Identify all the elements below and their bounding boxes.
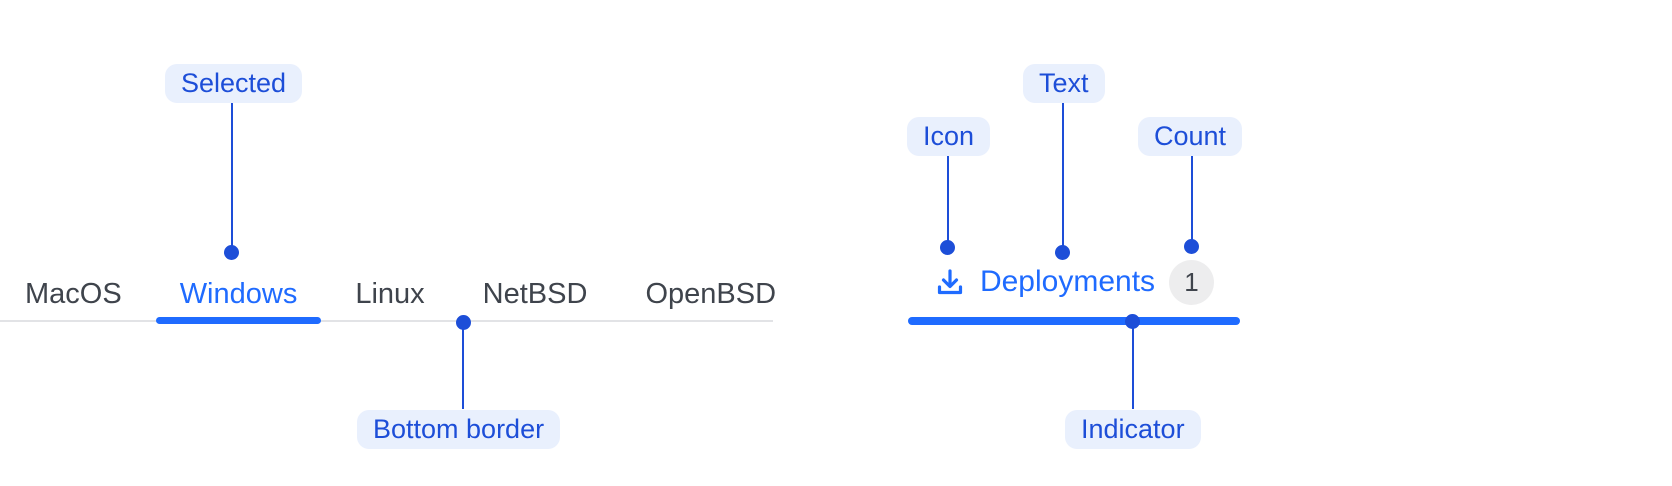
tab-macos-label: MacOS: [25, 277, 122, 310]
tab-openbsd-label: OpenBSD: [645, 277, 777, 310]
tab-netbsd[interactable]: NetBSD: [459, 268, 612, 320]
tab-netbsd-label: NetBSD: [482, 277, 588, 310]
tab-macos[interactable]: MacOS: [1, 268, 146, 320]
callout-count-dot: [1184, 239, 1199, 254]
callout-text-dot: [1055, 245, 1070, 260]
tab-linux[interactable]: Linux: [331, 268, 448, 320]
callout-count-text: Count: [1154, 121, 1227, 151]
tab-windows-label: Windows: [179, 277, 298, 310]
callout-indicator-text: Indicator: [1081, 414, 1185, 444]
tab-openbsd[interactable]: OpenBSD: [621, 268, 800, 320]
callout-bottom-border-dot: [456, 315, 471, 330]
count-badge-value: 1: [1184, 266, 1199, 297]
selected-tab-underline: [155, 317, 322, 324]
tab-deployments[interactable]: Deployments 1: [908, 250, 1240, 314]
tab-linux-label: Linux: [355, 277, 425, 310]
callout-selected-leader-line: [231, 103, 233, 248]
callout-count-leader-line: [1191, 156, 1193, 240]
callout-icon-leader-line: [947, 156, 949, 241]
callout-count-label: Count: [1138, 117, 1243, 156]
callout-bottom-border-text: Bottom border: [373, 414, 545, 444]
callout-selected-dot: [224, 245, 239, 260]
tab-deployments-label: Deployments: [979, 265, 1156, 298]
tab-bar: MacOS Windows Linux NetBSD OpenBSD: [0, 268, 776, 324]
callout-text-leader-line: [1062, 103, 1064, 246]
callout-indicator-dot: [1125, 314, 1140, 329]
count-badge: 1: [1169, 259, 1215, 305]
callout-text-text: Text: [1039, 68, 1089, 98]
callout-indicator-leader-line: [1132, 327, 1134, 409]
callout-icon-label: Icon: [907, 117, 991, 156]
tab-windows[interactable]: Windows: [155, 268, 322, 324]
callout-icon-dot: [940, 240, 955, 255]
callout-selected-label: Selected: [165, 64, 303, 103]
active-tab-indicator: [908, 317, 1240, 325]
callout-text-label: Text: [1023, 64, 1105, 103]
callout-bottom-border-label: Bottom border: [357, 410, 561, 449]
callout-indicator-label: Indicator: [1065, 410, 1201, 449]
callout-icon-text: Icon: [923, 121, 975, 151]
callout-selected-text: Selected: [181, 68, 287, 98]
callout-bottom-border-leader-line: [462, 327, 464, 409]
download-icon: [937, 269, 963, 295]
